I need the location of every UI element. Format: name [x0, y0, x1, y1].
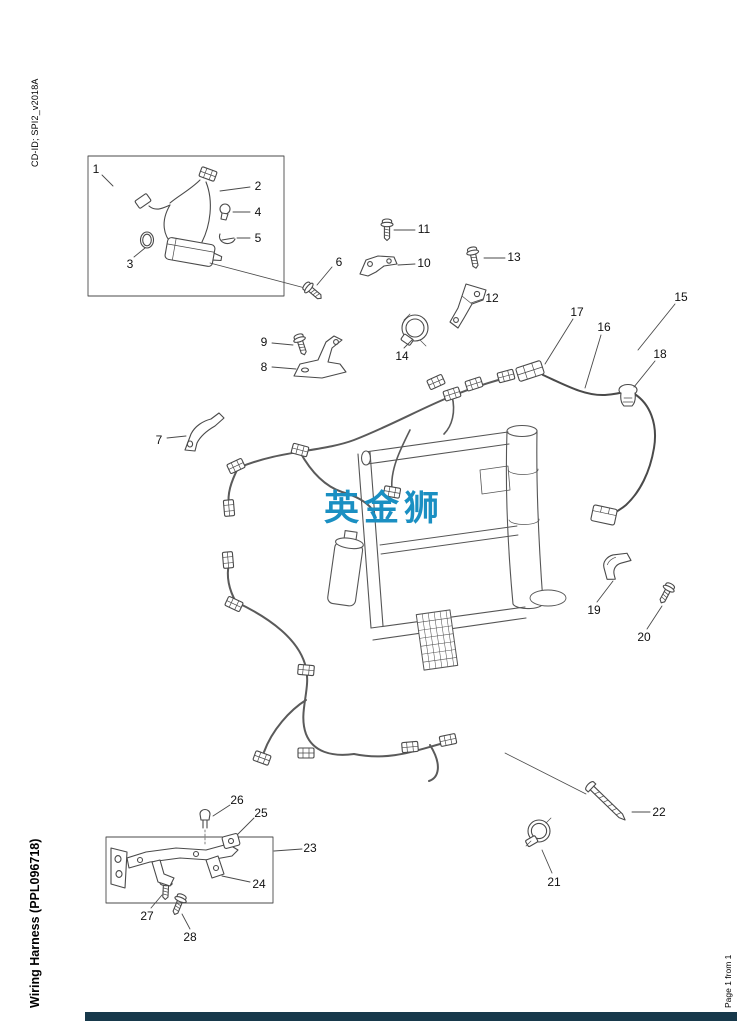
- part-sensor-4: [219, 203, 231, 221]
- leader-line-12: [470, 298, 484, 304]
- leader-line-27: [150, 894, 163, 909]
- leader-line-3: [133, 247, 146, 258]
- leader-line-23: [273, 848, 303, 852]
- leader-line-9: [271, 342, 294, 346]
- part-bracket-assembly-23: [110, 809, 241, 889]
- doc-title: Wiring Harness (PPL096718): [28, 838, 42, 1008]
- part-bolt-28: [168, 891, 189, 918]
- part-bracket-10: [359, 255, 398, 277]
- engine-frame: [327, 424, 567, 671]
- leader-line-21: [541, 849, 553, 874]
- part-clip-25: [221, 833, 241, 849]
- part-bracket-7: [184, 412, 225, 452]
- group-box-item-1: [87, 155, 285, 297]
- part-connector-2: [198, 166, 218, 182]
- part-bolt-11: [380, 218, 394, 242]
- part-connector-17: [515, 360, 545, 382]
- leader-line-8: [271, 366, 297, 370]
- pointer-line-22: [504, 752, 587, 795]
- part-stud-26: [199, 809, 211, 846]
- leader-line-10: [397, 263, 416, 266]
- leader-line-20: [646, 605, 663, 630]
- part-clamp-21: [525, 817, 552, 847]
- leader-line-28: [181, 913, 191, 930]
- part-bolt-13: [465, 245, 483, 270]
- part-harness-lead-15: [515, 360, 656, 526]
- group-box-item-23: [105, 836, 274, 904]
- part-clip-5: [218, 233, 236, 245]
- leader-line-26: [212, 804, 231, 817]
- leader-line-6: [316, 266, 333, 286]
- leader-line-19: [596, 580, 614, 603]
- harness-connectors: [221, 368, 516, 766]
- page-indicator: Page 1 from 1: [723, 954, 733, 1008]
- part-clip-19: [603, 552, 632, 580]
- part-connector-16: [590, 504, 618, 526]
- leader-line-17: [544, 318, 574, 365]
- leader-line-15: [637, 303, 676, 351]
- part-bracket-8: [293, 335, 347, 379]
- part-oring-3: [139, 231, 155, 249]
- leader-line-25: [237, 817, 255, 835]
- leader-line-7: [166, 435, 187, 439]
- part-screw-22: [585, 781, 626, 821]
- footer-bar: [85, 1012, 737, 1021]
- part-bolt-6: [300, 279, 326, 304]
- part-bolt-9: [291, 331, 311, 358]
- leader-line-14: [403, 339, 413, 349]
- part-bolt-20: [655, 580, 678, 607]
- part-bracket-12: [449, 283, 487, 329]
- part-clamp-14: [400, 313, 429, 347]
- part-grommet-18: [618, 383, 638, 407]
- watermark: 英金狮: [324, 489, 445, 529]
- leader-lines: [101, 174, 676, 930]
- leader-line-16: [584, 334, 602, 389]
- part-solenoid-assembly-1: [134, 166, 306, 289]
- leader-line-2: [219, 186, 251, 192]
- leader-line-1: [101, 174, 114, 187]
- cd-id-label: CD-ID; SPI2_v2018A: [30, 78, 40, 167]
- leader-line-24: [221, 875, 251, 883]
- leader-line-18: [633, 360, 656, 388]
